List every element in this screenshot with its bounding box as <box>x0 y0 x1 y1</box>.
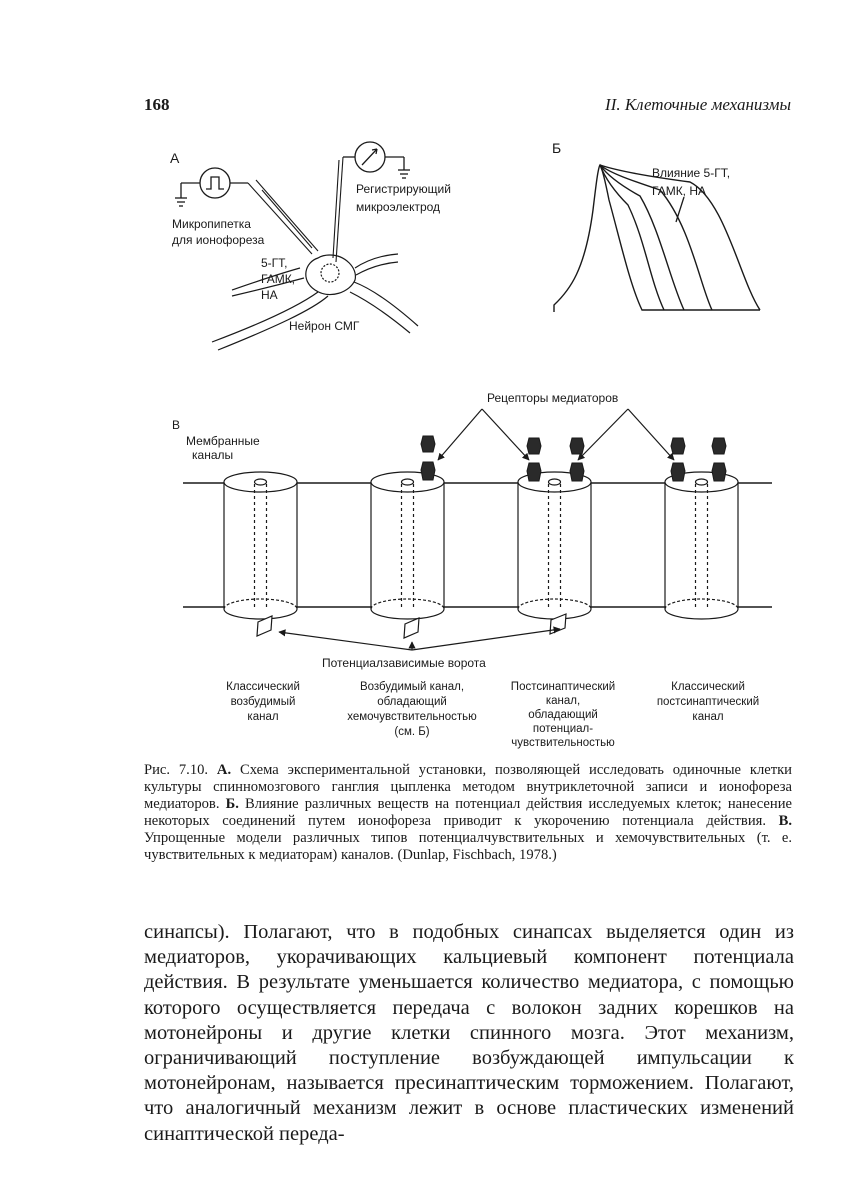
mediator-receptors <box>420 435 727 482</box>
membrane-label-1: Мембранные <box>186 434 260 448</box>
caption-letter-b: Б. <box>225 796 239 812</box>
channel-type-2-line-2: обладающий <box>377 696 447 708</box>
caption-letter-c: В. <box>778 813 792 829</box>
neuron-cell <box>211 253 419 351</box>
panel-a: А <box>170 141 451 351</box>
channel-type-4-line-2: постсинаптический <box>657 696 759 708</box>
micropipette-label-2: для ионофореза <box>172 233 265 247</box>
substance-label-2: ГАМК, <box>261 272 295 286</box>
panel-b-letter: Б <box>552 140 561 156</box>
running-title: II. Клеточные механизмы <box>605 95 791 114</box>
channel-type-1-line-2: возбудимый <box>231 696 296 708</box>
receptors-label: Рецепторы медиаторов <box>487 391 618 405</box>
voltmeter-icon <box>343 141 410 179</box>
channel-type-labels: Классический возбудимый канал Возбудимый… <box>226 681 759 749</box>
channel-type-3-line-2: канал, <box>546 695 580 707</box>
channel-1 <box>223 471 298 637</box>
panel-c-letter: В <box>172 418 180 432</box>
micropipette-label-1: Микропипетка <box>172 217 251 231</box>
influence-label-2: ГАМК, НА <box>652 184 706 198</box>
channel-2 <box>370 471 445 639</box>
stimulator-icon <box>175 167 248 207</box>
channel-type-4-line-3: канал <box>692 711 723 723</box>
gate-arrows <box>278 626 561 651</box>
caption-part-c: Упрощенные модели различных типов потенц… <box>144 830 792 863</box>
panel-c: В Мембранные каналы Рецепторы медиаторов <box>172 391 772 749</box>
caption-fig-label: Рис. 7.10. <box>144 762 209 778</box>
figure-caption: Рис. 7.10. А. Схема экспериментальной ус… <box>144 762 792 864</box>
caption-letter-a: А. <box>216 762 232 778</box>
channel-type-3-line-1: Постсинаптический <box>511 681 615 693</box>
microelectrode <box>332 156 344 263</box>
neuron-label: Нейрон СМГ <box>289 319 360 333</box>
channel-type-2-line-3: хемочувствительностью <box>347 711 477 723</box>
figure-7-10: А <box>170 140 772 749</box>
channel-type-3-line-4: потенциал- <box>533 723 593 735</box>
substance-label-3: НА <box>261 288 278 302</box>
panel-a-letter: А <box>170 150 180 166</box>
body-paragraph: синапсы). Полагают, что в подобных синап… <box>144 921 794 1145</box>
channel-4 <box>664 471 739 620</box>
channel-type-2-line-4: (см. Б) <box>394 726 429 738</box>
channel-type-1-line-3: канал <box>247 711 278 723</box>
panel-b: Б Влияние 5-ГТ, ГАМК, НА <box>552 140 761 312</box>
influence-pointer <box>675 196 685 223</box>
caption-part-a: Схема экспериментальной установки, позво… <box>144 762 792 812</box>
channel-type-3-line-3: обладающий <box>528 709 598 721</box>
substance-label-1: 5-ГТ, <box>261 256 288 270</box>
membrane-label-2: каналы <box>192 448 233 462</box>
electrode-label-2: микроэлектрод <box>356 200 440 214</box>
electrode-label-1: Регистрирующий <box>356 182 451 196</box>
influence-label-1: Влияние 5-ГТ, <box>652 166 730 180</box>
micropipette <box>247 179 319 255</box>
gates-label: Потенциалзависимые ворота <box>322 656 486 670</box>
action-potential-traces <box>553 163 761 312</box>
caption-part-b: Влияние различных веществ на потенциал д… <box>144 796 792 829</box>
channel-type-4-line-1: Классический <box>671 681 745 693</box>
channel-type-3-line-5: чувствительностью <box>511 737 615 749</box>
channel-type-1-line-1: Классический <box>226 681 300 693</box>
receptor-arrows <box>437 408 675 461</box>
channel-type-2-line-1: Возбудимый канал, <box>360 681 464 693</box>
channel-3 <box>517 471 592 635</box>
page-number: 168 <box>144 95 170 114</box>
